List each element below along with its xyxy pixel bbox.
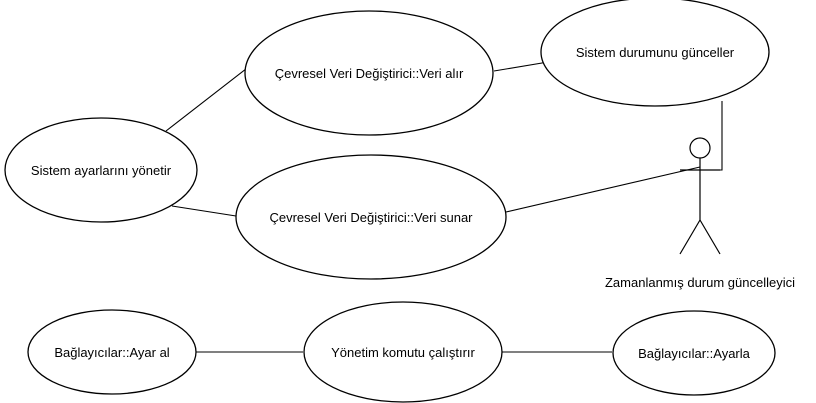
use-case-label: Bağlayıcılar::Ayarla (638, 346, 751, 361)
use-case-label: Bağlayıcılar::Ayar al (54, 345, 169, 360)
use-case-connector-set[interactable]: Bağlayıcılar::Ayarla (612, 310, 776, 396)
link-settings-to-present (171, 205, 237, 217)
use-case-run-admin-command[interactable]: Yönetim komutu çalıştırır (303, 301, 503, 403)
use-case-env-data-present[interactable]: Çevresel Veri Değiştirici::Veri sunar (235, 154, 507, 280)
actor-right-leg (699, 219, 721, 255)
use-case-connector-get-setting[interactable]: Bağlayıcılar::Ayar al (27, 309, 197, 395)
use-case-label: Sistem durumunu günceller (576, 45, 735, 60)
use-case-system-settings[interactable]: Sistem ayarlarını yönetir (4, 117, 198, 223)
actor-label: Zamanlanmış durum güncelleyici (605, 275, 795, 290)
actor-left-leg (679, 219, 701, 255)
link-present-to-actor (505, 166, 701, 213)
actor-head-icon (689, 137, 711, 159)
use-case-label: Çevresel Veri Değiştirici::Veri alır (275, 66, 464, 81)
use-case-label: Çevresel Veri Değiştirici::Veri sunar (269, 210, 473, 225)
link-receive-to-status (493, 61, 549, 72)
actor-scheduled-status-updater[interactable]: Zamanlanmış durum güncelleyici (605, 137, 795, 290)
use-case-system-status-update[interactable]: Sistem durumunu günceller (540, 0, 770, 107)
link-status-to-actor (680, 101, 723, 171)
use-case-label: Yönetim komutu çalıştırır (331, 345, 475, 360)
use-case-label: Sistem ayarlarını yönetir (31, 163, 172, 178)
use-case-env-data-receive[interactable]: Çevresel Veri Değiştirici::Veri alır (244, 10, 494, 136)
